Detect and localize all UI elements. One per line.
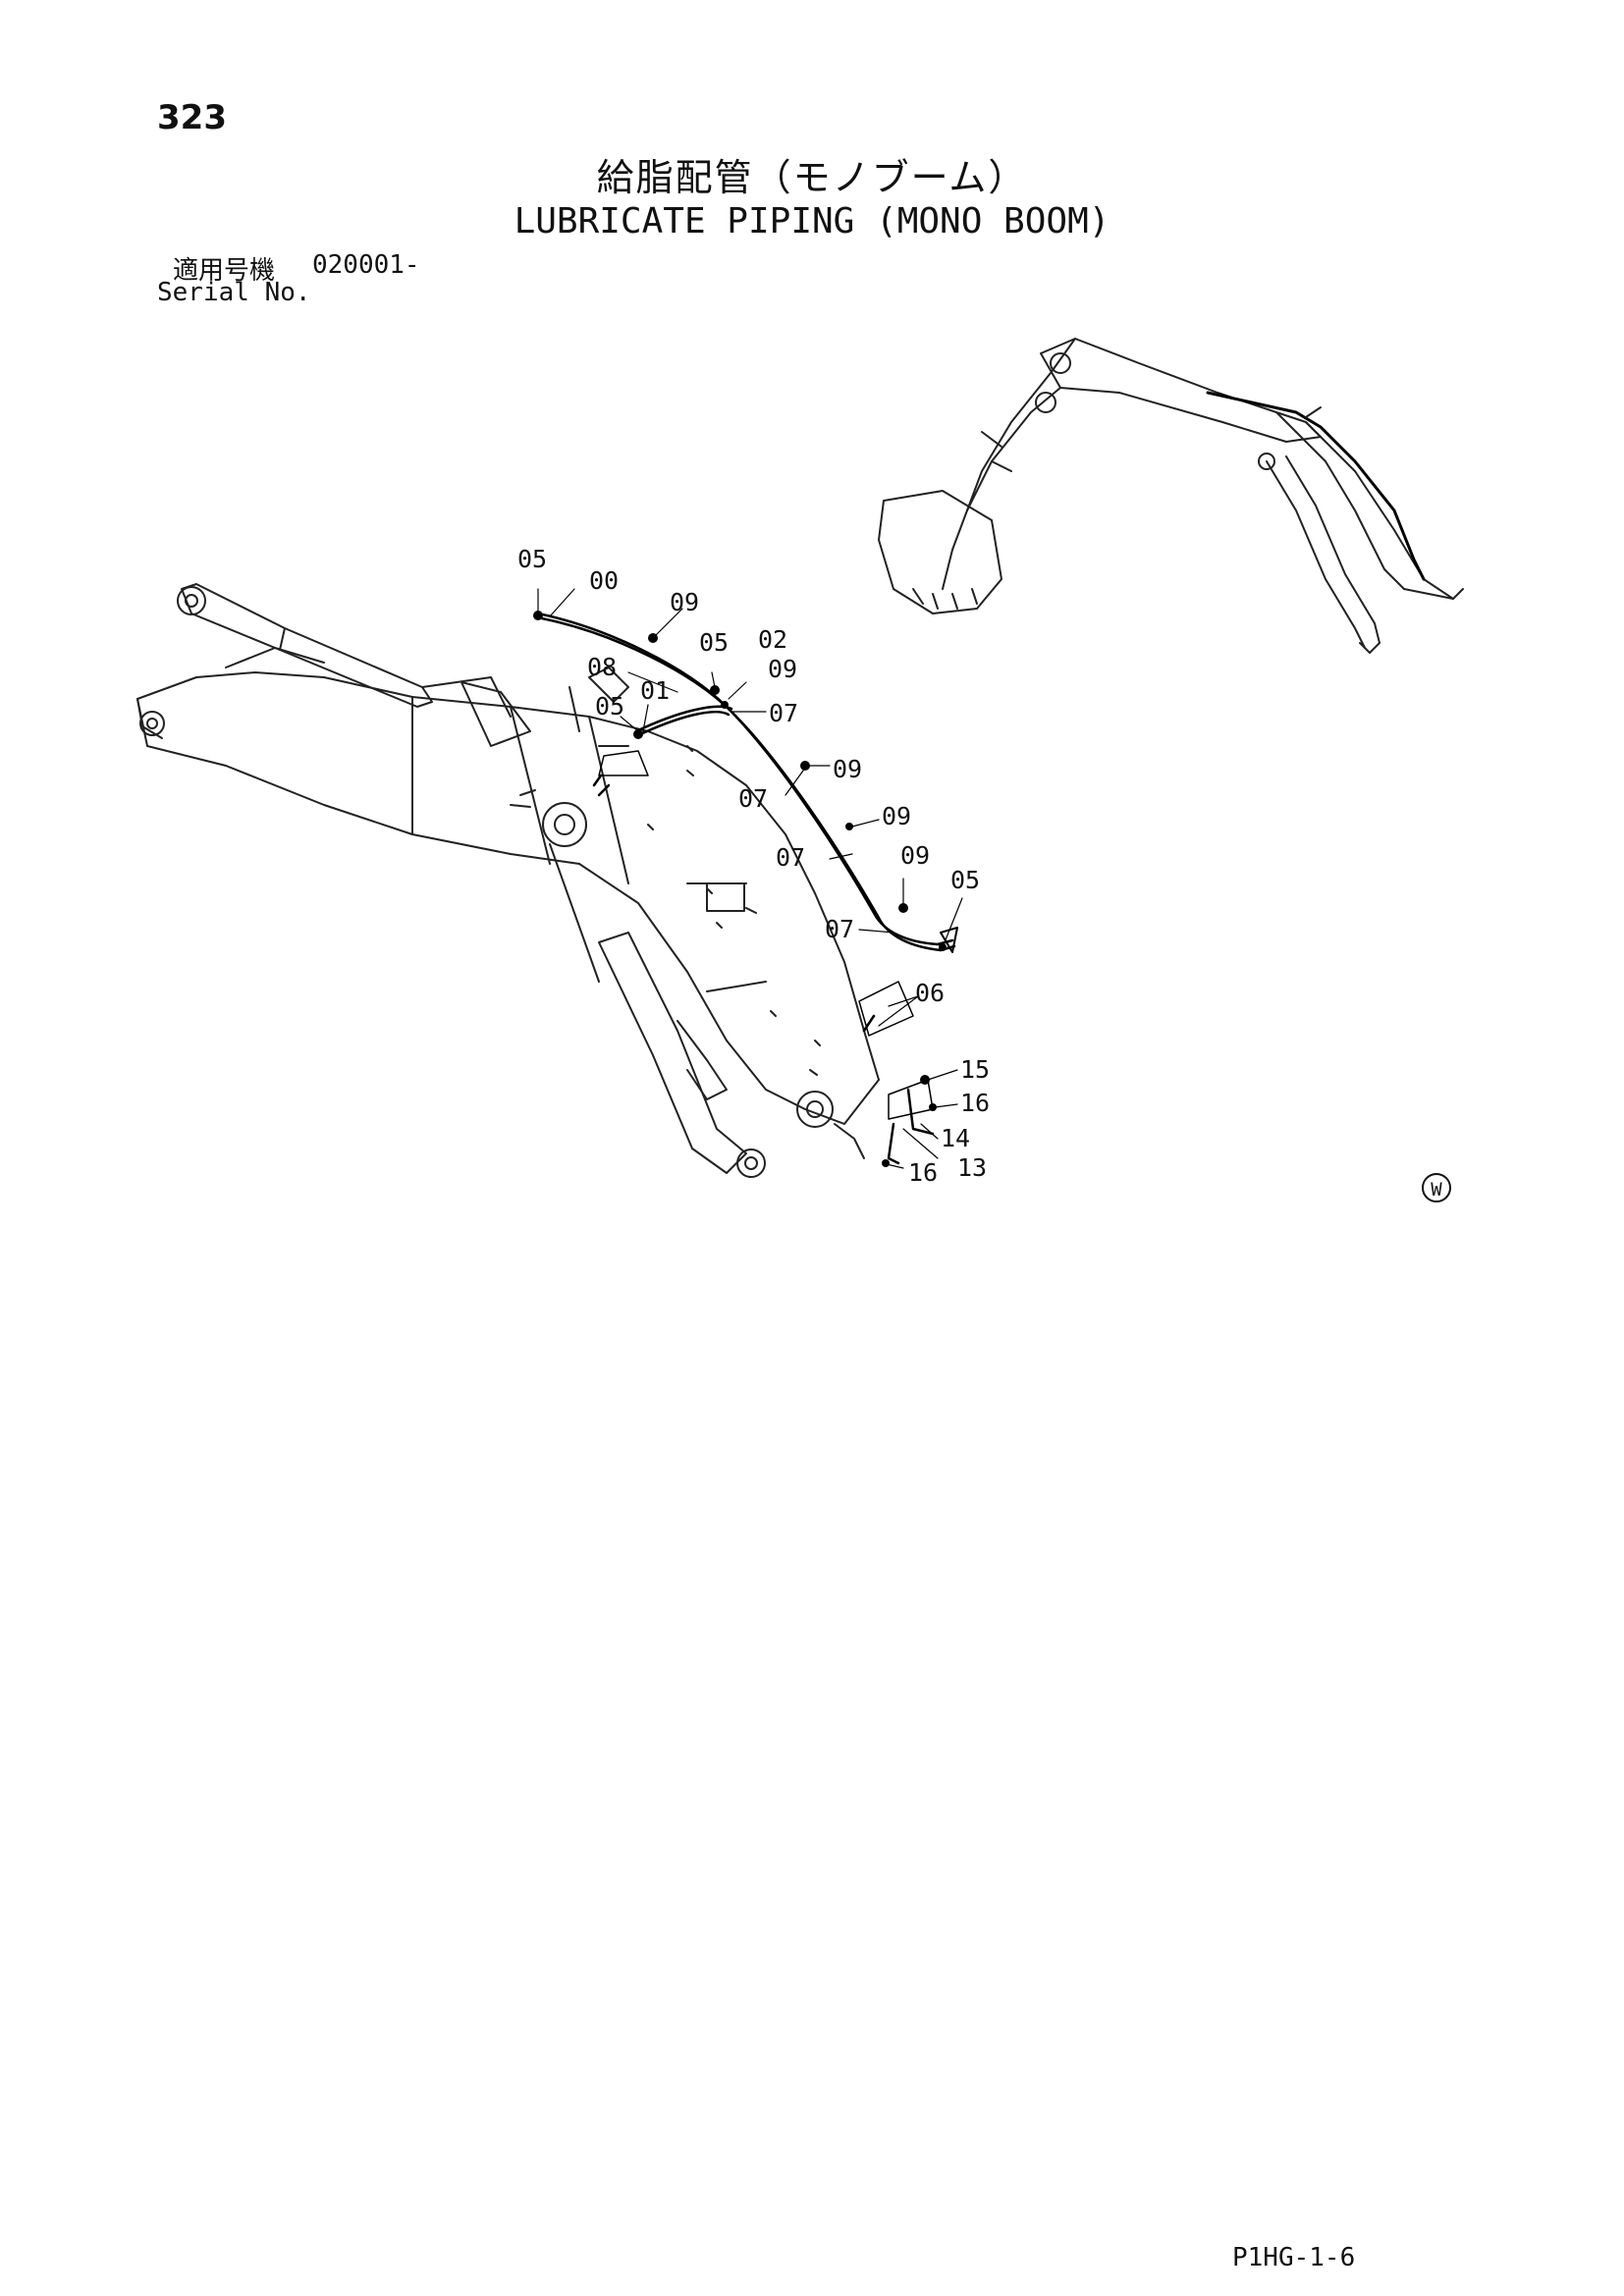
serial-value: 020001- xyxy=(312,250,420,280)
callout-label: 09 xyxy=(670,588,699,616)
callout-label: 16 xyxy=(908,1158,938,1187)
title-english: LUBRICATE PIPING (MONO BOOM) xyxy=(514,201,1110,241)
callout-label: 07 xyxy=(776,843,805,872)
callout-label: 07 xyxy=(738,784,768,813)
callout-label: 05 xyxy=(699,628,729,657)
overview-excavator-illustration xyxy=(878,338,1464,654)
leader-lines xyxy=(537,588,963,1169)
callout-label: 02 xyxy=(758,625,787,654)
callout-labels: 05 00 09 05 02 08 09 05 01 07 09 07 09 0… xyxy=(517,545,990,1187)
callout-label: 09 xyxy=(833,755,862,783)
title-japanese: 給脂配管（モノブーム） xyxy=(596,156,1028,199)
callout-label: 01 xyxy=(640,676,670,705)
callout-label: 15 xyxy=(960,1055,990,1084)
callout-label: 05 xyxy=(517,545,547,573)
footer-code: P1HG-1-6 xyxy=(1232,2243,1356,2272)
callout-label: 05 xyxy=(950,866,980,894)
serial-label-japanese: 適用号機 xyxy=(173,256,276,286)
callout-label: 14 xyxy=(941,1124,970,1152)
fittings xyxy=(533,611,947,1167)
svg-text:W: W xyxy=(1431,1179,1442,1201)
callout-label: 07 xyxy=(825,915,854,943)
callout-label: 09 xyxy=(900,841,930,870)
circled-letter-icon: W xyxy=(1422,1173,1451,1202)
callout-label: 06 xyxy=(915,979,945,1007)
callout-label: 09 xyxy=(882,802,911,830)
callout-label: 13 xyxy=(957,1153,987,1182)
page-number: 323 xyxy=(157,98,227,137)
callout-label: 05 xyxy=(595,692,624,721)
callout-label: 08 xyxy=(587,653,617,681)
serial-label-english: Serial No. xyxy=(157,278,311,307)
parts-diagram: 05 00 09 05 02 08 09 05 01 07 09 07 09 0… xyxy=(136,338,1464,1202)
lubrication-piping xyxy=(536,612,958,1165)
callout-label: 00 xyxy=(589,566,619,595)
callout-label: 07 xyxy=(769,699,798,727)
callout-label: 09 xyxy=(768,655,797,683)
callout-label: 16 xyxy=(960,1089,990,1117)
